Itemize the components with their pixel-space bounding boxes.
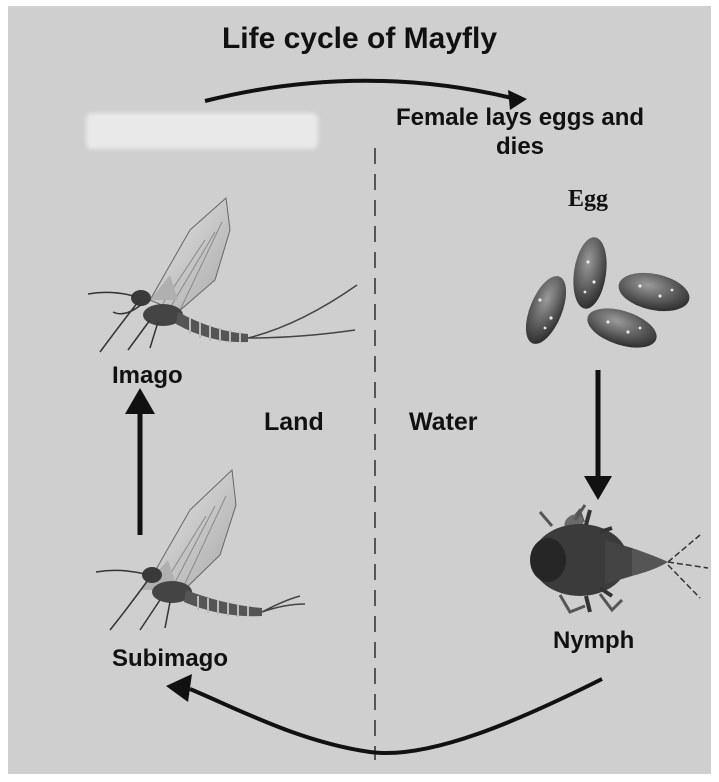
label-imago: Imago bbox=[112, 362, 183, 390]
label-nymph: Nymph bbox=[553, 627, 634, 655]
diagram-title: Life cycle of Mayfly bbox=[0, 22, 719, 56]
label-water: Water bbox=[409, 408, 478, 437]
label-female-lays-eggs: Female lays eggs and dies bbox=[385, 103, 655, 161]
label-land: Land bbox=[264, 408, 324, 437]
smudge bbox=[86, 113, 318, 149]
label-egg: Egg bbox=[568, 186, 608, 213]
label-subimago: Subimago bbox=[112, 645, 228, 673]
